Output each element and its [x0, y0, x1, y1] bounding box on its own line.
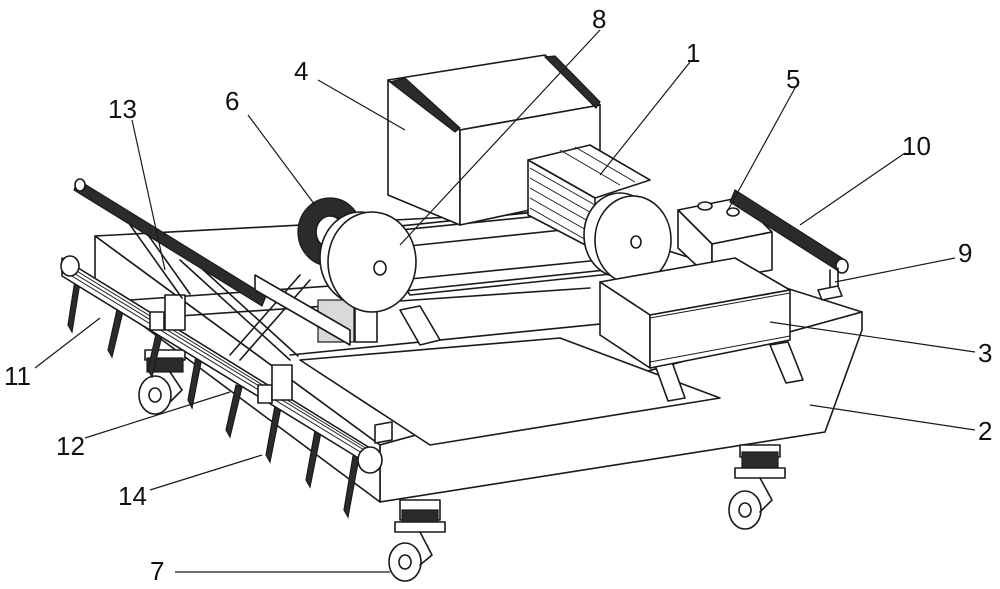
drive-pulley	[583, 192, 672, 285]
rake-assembly	[60, 255, 383, 519]
control-box	[599, 257, 791, 369]
caster-rear-left	[138, 349, 186, 415]
callout-13: 13	[108, 94, 137, 124]
callout-2: 2	[978, 416, 992, 446]
callout-12: 12	[56, 431, 85, 461]
handle-frame	[73, 178, 311, 361]
callout-9: 9	[958, 238, 972, 268]
caster-front-right	[728, 444, 786, 530]
caster-front-left	[388, 499, 446, 582]
leader-lines	[34, 29, 976, 573]
callout-5: 5	[786, 64, 800, 94]
callout-4: 4	[294, 56, 308, 86]
callout-1: 1	[686, 38, 700, 68]
callout-3: 3	[978, 338, 992, 368]
callout-labels: 1 2 3 4 5 6 7 8 9 10 11 12 13 14	[4, 4, 992, 586]
callout-11: 11	[4, 361, 31, 391]
callout-8: 8	[592, 4, 606, 34]
callout-10: 10	[902, 131, 931, 161]
callout-7: 7	[150, 556, 164, 586]
callout-14: 14	[118, 481, 147, 511]
callout-6: 6	[225, 86, 239, 116]
driven-pulley	[319, 211, 417, 313]
